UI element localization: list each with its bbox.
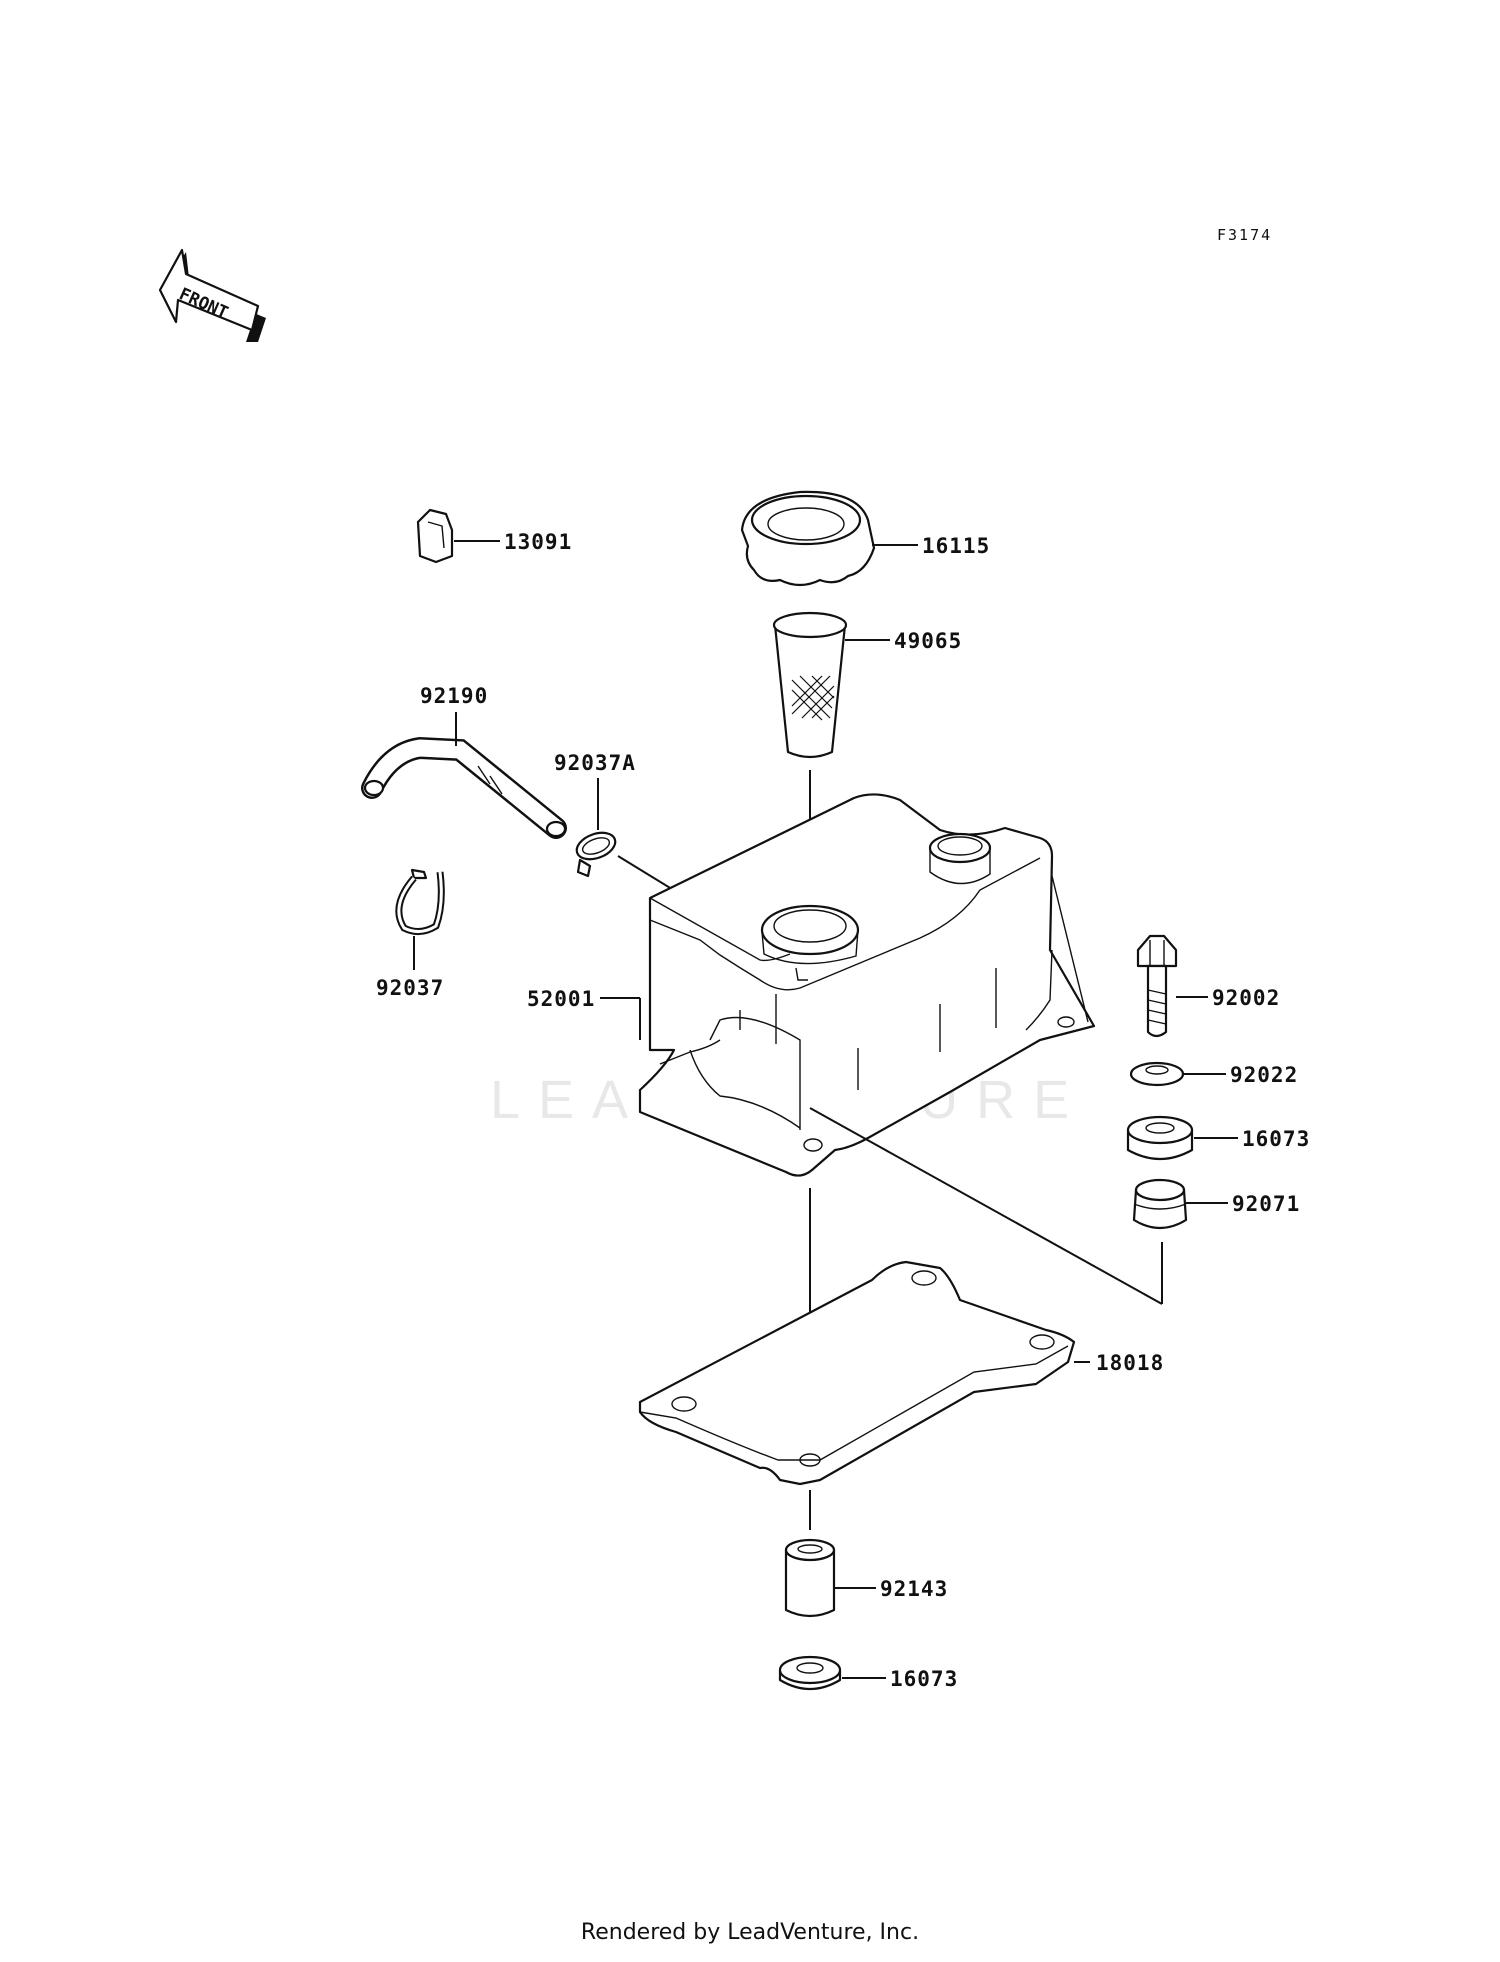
hose-92190 [361, 712, 567, 839]
label-49065: 49065 [894, 629, 962, 653]
label-92037: 92037 [376, 976, 444, 1000]
label-92143: 92143 [880, 1577, 948, 1601]
fuel-cap-16115 [740, 490, 918, 587]
bolt-92002 [1136, 934, 1208, 1038]
collar-92143 [784, 1538, 876, 1618]
credit-text: Rendered by LeadVenture, Inc. [580, 1920, 920, 1945]
grommet-16073-bottom [778, 1655, 886, 1690]
label-16073-bottom: 16073 [890, 1667, 958, 1691]
label-92071: 92071 [1232, 1192, 1300, 1216]
band-92037 [395, 868, 445, 970]
filter-49065 [772, 611, 890, 759]
clip-13091 [416, 508, 500, 564]
bracket-18018 [638, 1260, 1090, 1486]
front-arrow-icon: FRONT [158, 248, 266, 342]
fuel-tank-52001 [600, 793, 1163, 1305]
label-18018: 18018 [1096, 1351, 1164, 1375]
clamp-92037A [575, 778, 681, 895]
grommet-16073-top [1126, 1115, 1238, 1160]
damper-92071 [1132, 1178, 1228, 1304]
label-16115: 16115 [922, 534, 990, 558]
label-92002: 92002 [1212, 986, 1280, 1010]
washer-92022 [1129, 1061, 1226, 1087]
label-16073-top: 16073 [1242, 1127, 1310, 1151]
label-92037A: 92037A [554, 751, 636, 775]
label-92022: 92022 [1230, 1063, 1298, 1087]
label-92190: 92190 [420, 684, 488, 708]
label-52001: 52001 [527, 987, 595, 1011]
figure-code: F3174 [1217, 226, 1272, 244]
label-13091: 13091 [504, 530, 572, 554]
